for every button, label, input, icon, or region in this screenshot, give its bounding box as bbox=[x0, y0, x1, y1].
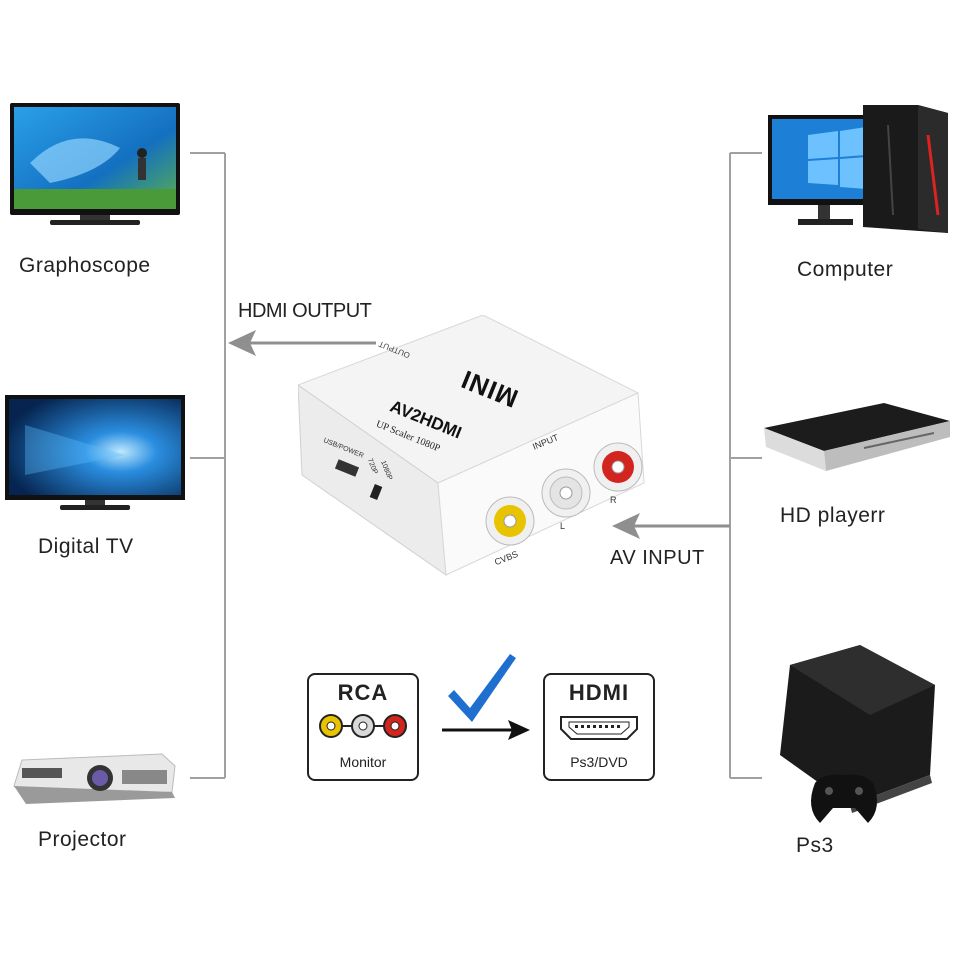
l-jack bbox=[541, 468, 591, 518]
computer-image bbox=[768, 105, 950, 235]
rca-connectors-icon bbox=[319, 714, 407, 738]
av-input-arrow bbox=[612, 513, 730, 539]
hdmi-port-icon bbox=[560, 716, 638, 740]
hd-player-label: HD playerr bbox=[780, 504, 886, 527]
ps3-label: Ps3 bbox=[796, 834, 834, 857]
conversion-arrow bbox=[442, 654, 530, 740]
usb-port bbox=[334, 459, 360, 477]
rca-box: RCA Monitor bbox=[307, 673, 419, 781]
graphoscope-label: Graphoscope bbox=[19, 254, 151, 277]
rca-sub: Monitor bbox=[339, 754, 387, 770]
digital-tv-image bbox=[5, 395, 185, 513]
hdmi-output-arrow bbox=[228, 330, 376, 356]
hdmi-sub: Ps3/DVD bbox=[570, 754, 628, 770]
av-input-label: AV INPUT bbox=[610, 547, 705, 569]
projector-label: Projector bbox=[38, 828, 127, 851]
r-jack bbox=[593, 442, 643, 492]
graphoscope-image bbox=[10, 103, 180, 228]
rca-title: RCA bbox=[337, 680, 389, 705]
arrow-right-icon bbox=[508, 720, 530, 740]
hdmi-output-label: HDMI OUTPUT bbox=[238, 300, 372, 322]
resolution-switch bbox=[369, 484, 383, 500]
check-icon bbox=[448, 654, 516, 722]
hdmi-box: HDMI Ps3/DVD bbox=[543, 673, 655, 781]
cvbs-jack bbox=[485, 496, 535, 546]
ps3-image bbox=[780, 645, 940, 835]
digital-tv-label: Digital TV bbox=[38, 535, 134, 558]
av2hdmi-converter: MINI AV2HDMI UP Scaler 1080P OUTPUT INPU… bbox=[298, 315, 650, 577]
computer-label: Computer bbox=[797, 258, 894, 281]
projector-image bbox=[12, 748, 177, 806]
hd-player-image bbox=[764, 403, 952, 473]
hdmi-title: HDMI bbox=[568, 680, 630, 705]
port-l-label: L bbox=[560, 521, 566, 531]
port-r-label: R bbox=[610, 495, 617, 505]
